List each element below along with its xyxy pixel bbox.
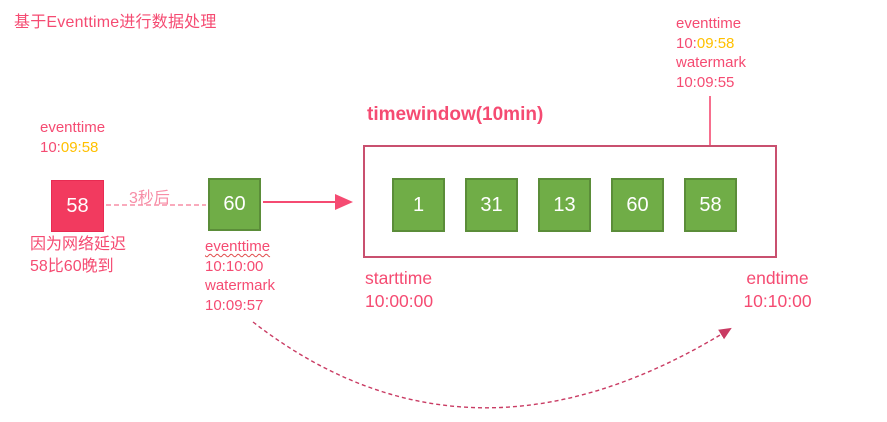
- window-event-box: 1: [392, 178, 445, 232]
- watermark-to-endtime-curve: [252, 321, 732, 409]
- timewindow-title: timewindow(10min): [367, 104, 544, 125]
- network-delay-note: 因为网络延迟 58比60晚到: [30, 234, 126, 278]
- note-line-2: 58比60晚到: [30, 258, 114, 275]
- window-event-box: 58: [684, 178, 737, 232]
- note-line-1: 因为网络延迟: [30, 236, 127, 253]
- late-eventtime-label: eventtime: [40, 119, 106, 136]
- current-event-meta: eventtime 10:10:00 watermark 10:09:57: [205, 237, 275, 315]
- starttime-label: starttime: [365, 268, 433, 288]
- event-value: 58: [699, 193, 722, 216]
- window-event-box: 31: [465, 178, 518, 232]
- meta-eventtime-value: 10:10:00: [205, 257, 264, 275]
- starttime-label-block: starttime 10:00:00: [365, 267, 433, 313]
- annotation-watermark-label: watermark: [676, 54, 747, 71]
- event-value: 1: [412, 193, 425, 216]
- incoming-58-annotation: eventtime 10:09:58 watermark 10:09:55: [676, 14, 746, 92]
- annotation-eventtime-value: 10:09:58: [676, 34, 735, 52]
- event-value: 58: [66, 194, 89, 217]
- meta-eventtime-label: eventtime: [205, 238, 271, 255]
- delay-label: 3秒后: [129, 190, 170, 207]
- event-value: 60: [626, 193, 649, 216]
- late-event-annotation: eventtime 10:09:58: [40, 118, 105, 157]
- eventtime-seconds: 09:58: [696, 34, 735, 52]
- event-value: 13: [553, 193, 576, 216]
- event-value: 60: [223, 193, 246, 215]
- late-event-box-58: 58: [51, 180, 104, 232]
- late-eventtime-value: 10:09:58: [40, 138, 99, 156]
- event-value: 31: [480, 193, 503, 216]
- eventtime-seconds: 09:58: [60, 138, 99, 156]
- page-title: 基于Eventtime进行数据处理: [14, 14, 217, 31]
- endtime-label: endtime: [746, 268, 809, 288]
- window-event-box: 60: [611, 178, 664, 232]
- endtime-label-block: endtime 10:10:00: [730, 267, 825, 313]
- starttime-value: 10:00:00: [365, 291, 434, 311]
- annotation-watermark-value: 10:09:55: [676, 73, 735, 91]
- endtime-value: 10:10:00: [743, 291, 812, 311]
- window-event-box: 13: [538, 178, 591, 232]
- annotation-eventtime-label: eventtime: [676, 15, 742, 32]
- meta-watermark-label: watermark: [205, 277, 276, 294]
- timewindow-events: 1 31 13 60 58: [392, 178, 737, 232]
- meta-watermark-value: 10:09:57: [205, 296, 264, 314]
- current-event-box-60: 60: [208, 178, 261, 231]
